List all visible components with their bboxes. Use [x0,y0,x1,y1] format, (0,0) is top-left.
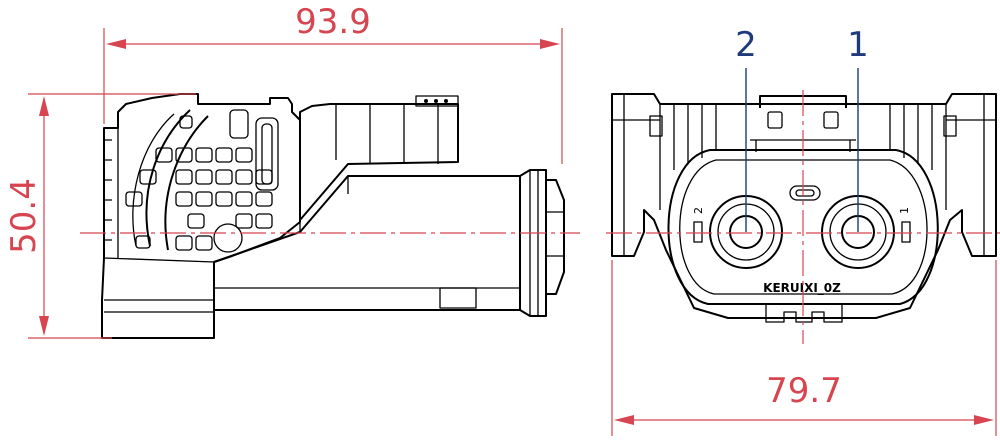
dimension-width-label: 79.7 [766,371,842,411]
front-view: 2 1 KERUIXI_0Z [611,93,997,323]
pin-1-label: 1 [847,25,869,65]
logo-marking: KERUIXI_0Z [763,281,841,296]
pin1-small-label: 1 [898,207,911,214]
pin-leaders: 2 1 [735,25,869,232]
pin-2-label: 2 [735,25,757,65]
dimension-height: 50.4 [4,93,196,339]
side-view [101,93,565,339]
pin2-small-label: 2 [692,207,705,214]
dimension-height-label: 50.4 [4,178,44,254]
dimension-length: 93.9 [103,2,563,164]
dimension-length-label: 93.9 [295,2,371,42]
dimension-width: 79.7 [611,260,997,436]
